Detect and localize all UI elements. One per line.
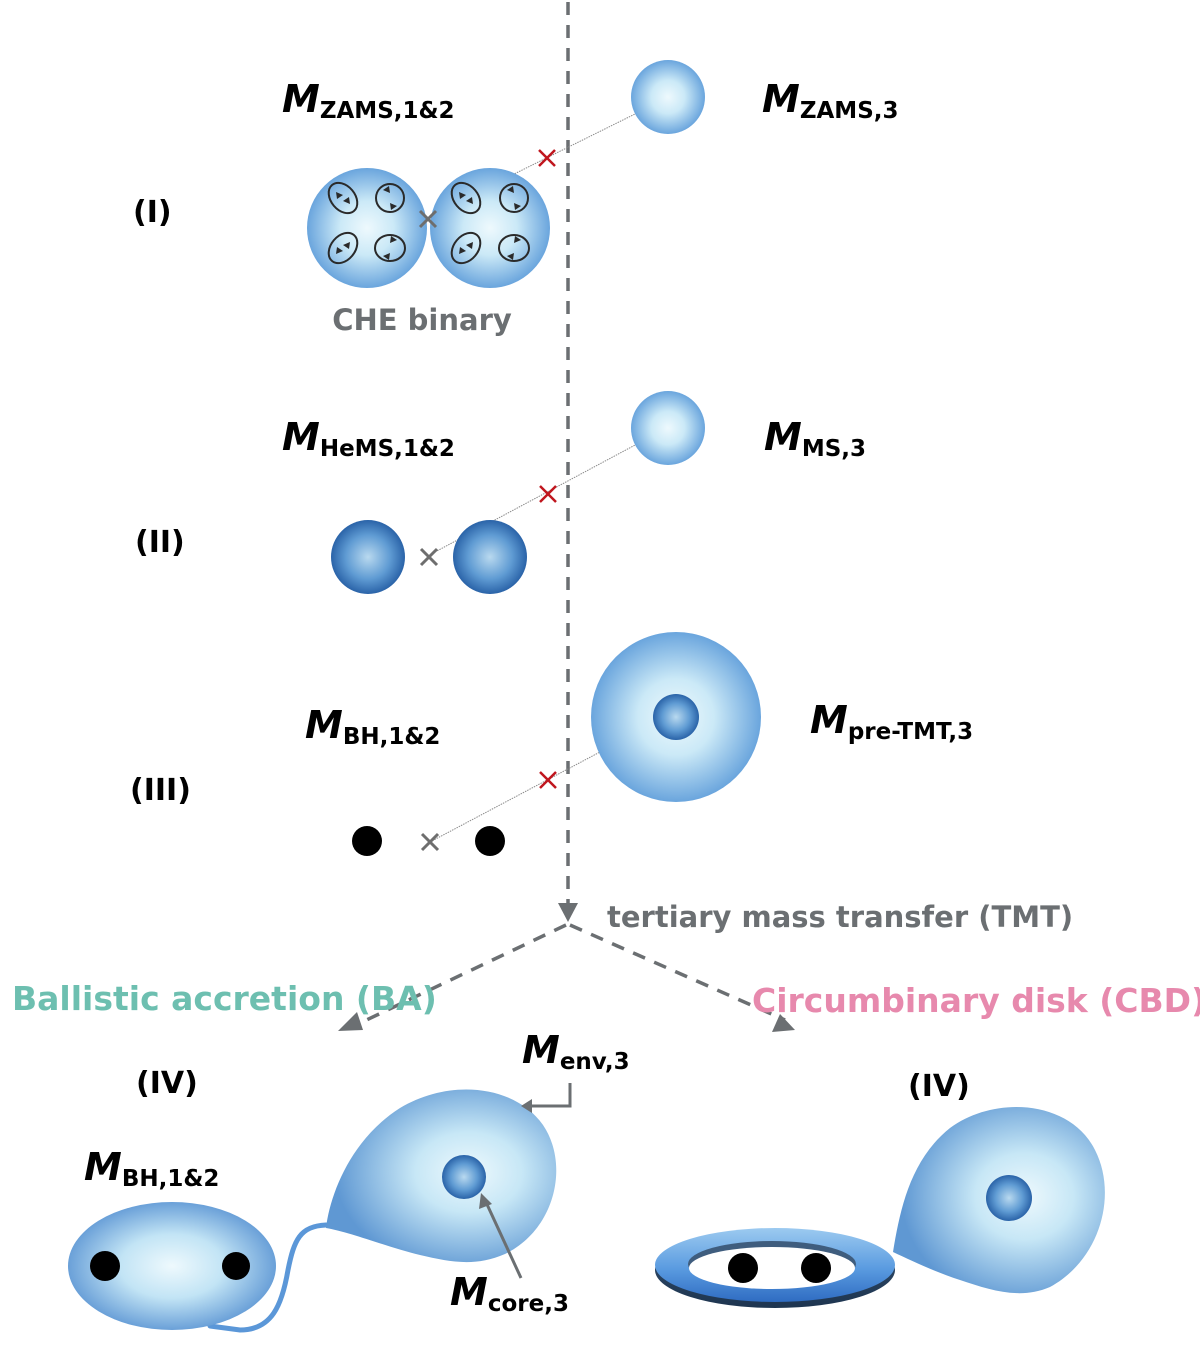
helium-core <box>986 1175 1032 1221</box>
ballistic-accretion-branch: Ballistic accretion (BA) (IV) MBH,1&2 Me… <box>12 979 630 1333</box>
che-binary-caption: CHE binary <box>332 303 512 337</box>
tmt-label: tertiary mass transfer (TMT) <box>607 900 1073 934</box>
che-binary <box>307 168 550 288</box>
core-pointer-arrow <box>483 1199 523 1279</box>
circumbinary-disk <box>655 1228 895 1308</box>
stage-numeral: (IV) <box>908 1069 970 1104</box>
stage-I: (I) MZAMS,1&2 MZAMS,3 <box>133 60 899 337</box>
inner-binary-mass-label: MBH,1&2 <box>305 703 440 750</box>
core-mass-label: Mcore,3 <box>450 1270 569 1317</box>
stage-numeral: (II) <box>135 525 185 560</box>
cbd-branch-arrowhead <box>772 1014 795 1032</box>
bh-binary-ellipse <box>68 1202 276 1330</box>
tertiary-star <box>631 391 705 465</box>
cbd-branch-dashed-line <box>569 923 786 1022</box>
inner-orbit-center-mark-icon <box>420 832 440 852</box>
black-hole-2 <box>475 826 505 856</box>
accretion-stream <box>207 1222 329 1333</box>
ba-branch-dashed-line <box>355 923 567 1027</box>
helium-core <box>653 694 699 740</box>
pre-tmt-giant-star <box>591 632 761 802</box>
inner-binary-mass-label: MZAMS,1&2 <box>282 77 455 124</box>
stage-numeral: (I) <box>133 195 172 230</box>
inner-binary-mass-label: MHeMS,1&2 <box>282 415 455 462</box>
outer-orbit-line <box>429 751 601 843</box>
tertiary-star <box>631 60 705 134</box>
roche-lobe-overflowing-tertiary <box>326 1089 557 1263</box>
black-hole-1 <box>352 826 382 856</box>
black-hole-2 <box>801 1253 831 1283</box>
black-hole-1 <box>90 1251 120 1281</box>
circumbinary-disk-branch: Circumbinary disk (CBD) (IV) <box>655 981 1200 1308</box>
helium-core <box>442 1155 486 1199</box>
helium-star-1 <box>331 520 405 594</box>
inner-binary-mass-label: MBH,1&2 <box>84 1145 219 1192</box>
outer-orbit-center-mark-icon <box>538 149 556 167</box>
cbd-title: Circumbinary disk (CBD) <box>752 981 1200 1020</box>
tertiary-mass-label: Mpre-TMT,3 <box>810 698 973 745</box>
mixing-loop-icon <box>327 181 530 265</box>
outer-orbit-center-mark-icon <box>539 771 557 789</box>
envelope-pointer-arrow <box>528 1083 572 1108</box>
ba-branch-arrowhead <box>338 1012 363 1031</box>
inner-orbit-center-mark-icon <box>418 209 438 229</box>
stage-numeral: (IV) <box>136 1066 198 1101</box>
inner-orbit-center-mark-icon <box>419 547 439 567</box>
ba-title: Ballistic accretion (BA) <box>12 979 437 1018</box>
helium-star-2 <box>453 520 527 594</box>
core-pointer-arrowhead <box>479 1193 492 1209</box>
envelope-pointer-arrowhead <box>521 1099 532 1113</box>
black-hole-1 <box>728 1253 758 1283</box>
tertiary-mass-label: MZAMS,3 <box>762 77 899 124</box>
tertiary-mass-label: MMS,3 <box>764 415 866 462</box>
stage-III: (III) MBH,1&2 Mpre-TMT,3 <box>130 632 973 856</box>
stage-numeral: (III) <box>130 773 191 808</box>
main-flow-arrowhead <box>558 903 578 922</box>
stage-II: (II) MHeMS,1&2 MMS,3 <box>135 391 866 594</box>
black-hole-2 <box>222 1252 250 1280</box>
outer-orbit-center-mark-icon <box>539 485 557 503</box>
envelope-mass-label: Menv,3 <box>522 1028 630 1075</box>
